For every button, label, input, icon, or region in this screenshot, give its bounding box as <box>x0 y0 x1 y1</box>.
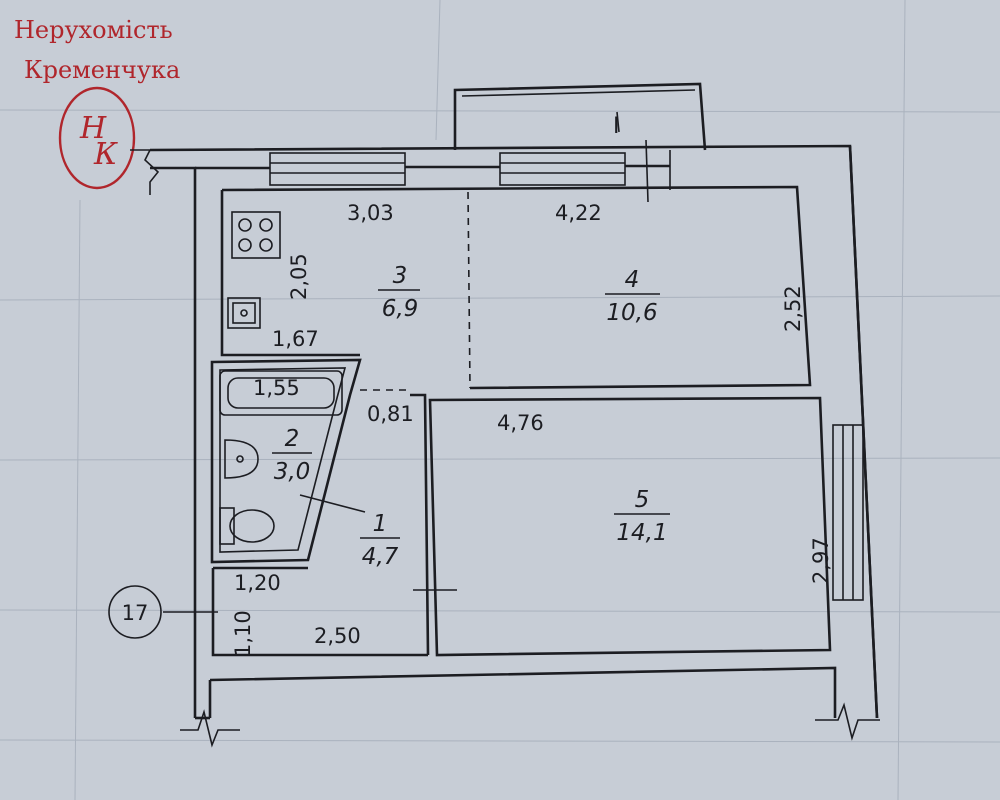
logo-line-2: Кременчука <box>24 56 180 84</box>
bathtub-icon <box>219 370 343 416</box>
balcony <box>453 82 707 151</box>
dim-bathtub-length: 1,55 <box>253 376 300 400</box>
balcony-mark: І <box>613 114 620 139</box>
dim-hall-length: 2,50 <box>314 624 361 648</box>
room-5-number: 5 <box>635 487 650 513</box>
dim-kitchen-width: 3,03 <box>347 201 394 225</box>
stove-icon <box>231 211 281 259</box>
washbasin-icon <box>224 439 259 479</box>
dim-kitchen-lower-width: 1,67 <box>272 327 319 351</box>
interior-walls <box>210 185 832 657</box>
room-1-area: 4,7 <box>362 544 399 570</box>
agency-logo: Нерухомість Кременчука Н К <box>14 16 180 190</box>
room-3-area: 6,9 <box>382 296 419 322</box>
kitchen-sink-icon <box>227 297 261 329</box>
logo-line-1: Нерухомість <box>14 16 173 44</box>
dim-corridor-width: 0,81 <box>367 402 414 426</box>
logo-emblem <box>58 86 136 190</box>
toilet-icon <box>219 507 235 545</box>
room-labels: 3 6,9 4 10,6 5 14,1 2 3,0 1 4,7 <box>272 263 670 570</box>
logo-monogram-top: Н <box>79 111 107 146</box>
dimension-labels: 3,03 4,22 2,05 2,52 1,67 1,55 0,81 4,76 … <box>122 114 833 657</box>
entrance-number: 17 <box>122 601 149 625</box>
dim-room4-width: 4,22 <box>555 201 602 225</box>
kitchen-fixtures <box>227 211 281 329</box>
dim-room5-depth: 2,97 <box>809 537 833 584</box>
logo-monogram-bottom: К <box>93 137 118 172</box>
dim-entry-width: 1,20 <box>234 571 281 595</box>
dim-room4-depth: 2,52 <box>781 285 805 332</box>
dim-room5-width: 4,76 <box>497 411 544 435</box>
bathroom-fixtures <box>219 370 343 545</box>
dim-entry-depth: 1,10 <box>231 610 255 657</box>
room-3-number: 3 <box>393 263 408 289</box>
room-2-number: 2 <box>285 426 300 452</box>
entrance-marker <box>108 585 162 639</box>
room-5-area: 14,1 <box>616 520 667 546</box>
dim-kitchen-depth: 2,05 <box>287 253 311 300</box>
outer-walls <box>130 139 880 748</box>
room-1-number: 1 <box>373 511 388 537</box>
room-4-number: 4 <box>625 267 640 293</box>
room-2-area: 3,0 <box>274 459 311 485</box>
room-4-area: 10,6 <box>606 300 657 326</box>
leader-lines <box>108 494 366 639</box>
